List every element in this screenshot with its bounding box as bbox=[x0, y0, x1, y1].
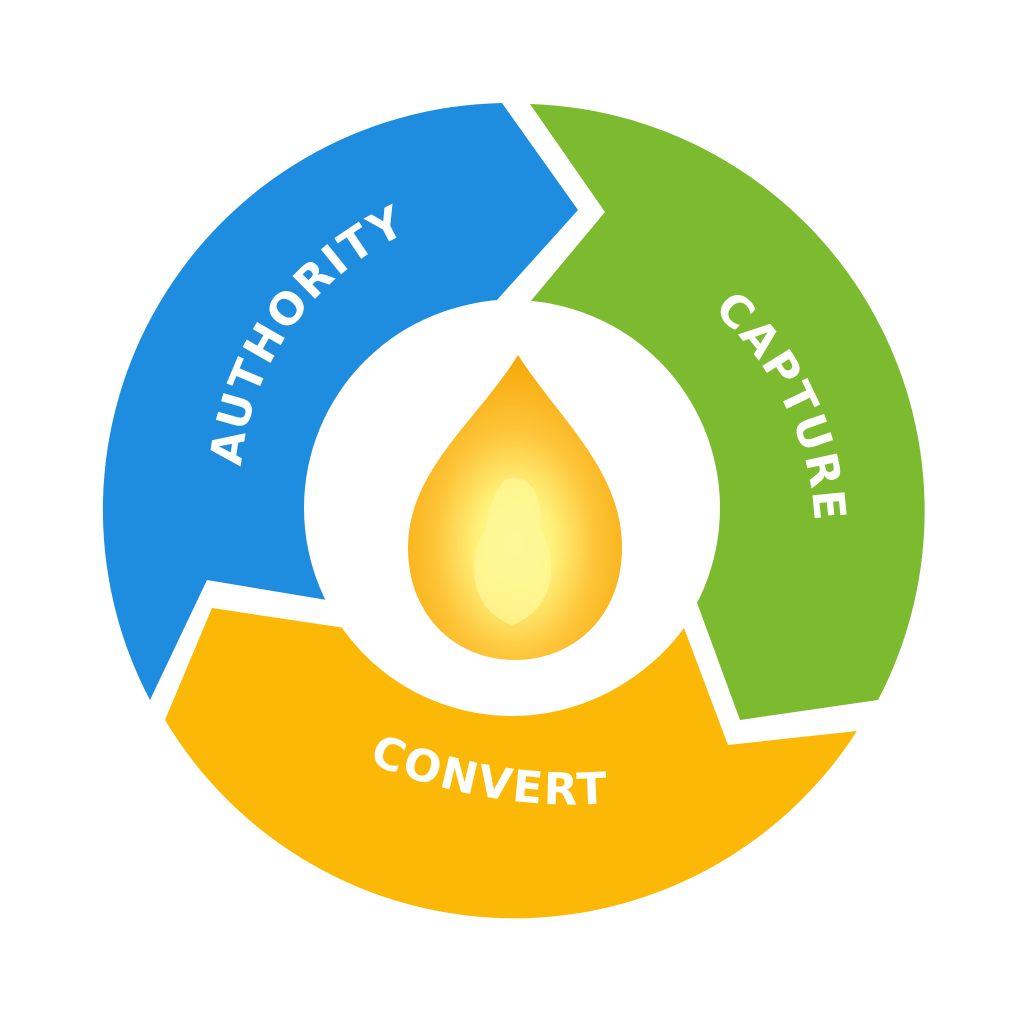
segment-authority bbox=[102, 103, 578, 700]
segment-convert bbox=[165, 608, 857, 919]
flame-drop-icon bbox=[408, 355, 622, 660]
segment-capture bbox=[530, 104, 925, 720]
